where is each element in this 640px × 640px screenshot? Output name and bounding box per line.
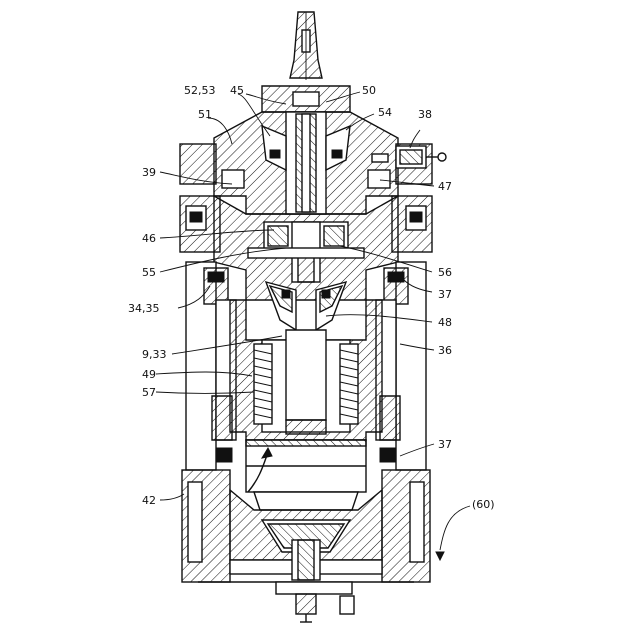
label-47: 47	[438, 180, 452, 193]
label-39: 39	[142, 166, 156, 179]
label-37-upper: 37	[438, 288, 452, 301]
label-50: 50	[362, 84, 376, 97]
label-48: 48	[438, 316, 452, 329]
label-55: 55	[142, 266, 156, 279]
label-42: 42	[142, 494, 156, 507]
upper-housing	[214, 112, 398, 214]
label-60: (60)	[472, 498, 495, 511]
label-36: 36	[438, 344, 452, 357]
label-9-33: 9,33	[142, 348, 167, 361]
label-49: 49	[142, 368, 156, 381]
label-51: 51	[198, 108, 212, 121]
label-56: 56	[438, 266, 452, 279]
label-54: 54	[378, 106, 392, 119]
label-37-lower: 37	[438, 438, 452, 451]
central-spindle	[230, 300, 382, 440]
label-45: 45	[230, 84, 244, 97]
label-38: 38	[418, 108, 432, 121]
label-46: 46	[142, 232, 156, 245]
label-34-35: 34,35	[128, 302, 160, 315]
label-57: 57	[142, 386, 156, 399]
label-52-53: 52,53	[184, 84, 216, 97]
tool-shank	[290, 12, 322, 80]
lower-piston	[246, 440, 366, 510]
